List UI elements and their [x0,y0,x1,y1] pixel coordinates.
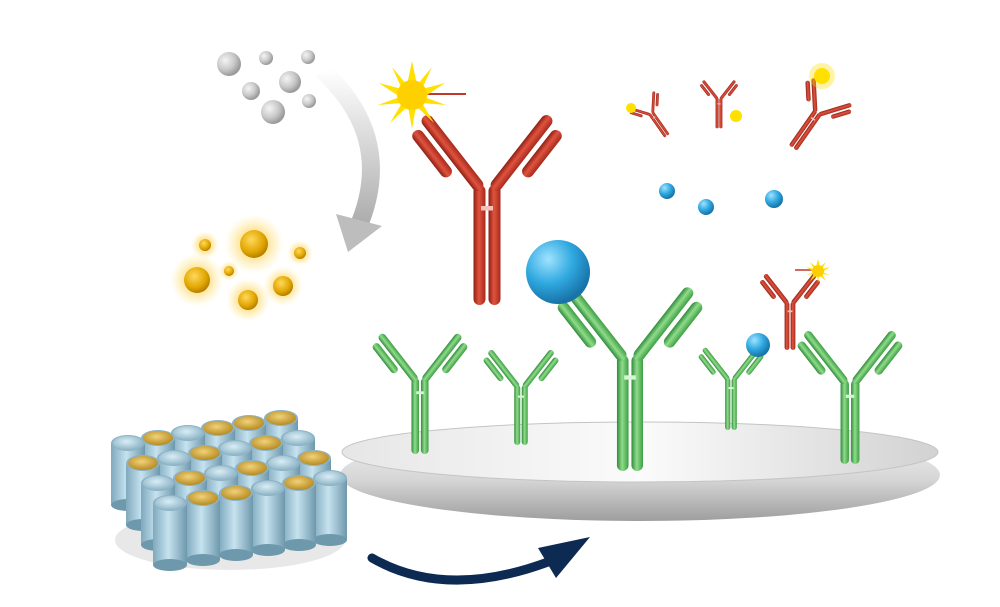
gold-nanoparticles [170,214,313,322]
gray-nanoparticles [217,50,316,124]
sun-label-icon [806,259,830,283]
labeled-detection-antibody [759,259,830,350]
sun-label-icon [378,61,446,129]
gray-curved-arrow [315,63,382,252]
antigen-sphere [746,333,770,357]
free-antigens [659,183,783,215]
nanotube-array [111,410,347,571]
capture-antibody [697,346,765,430]
navy-curved-arrow [367,537,590,585]
free-labeled-antibodies [626,63,857,165]
antigen-sphere [526,240,590,304]
labeled-detection-antibody [378,61,565,305]
